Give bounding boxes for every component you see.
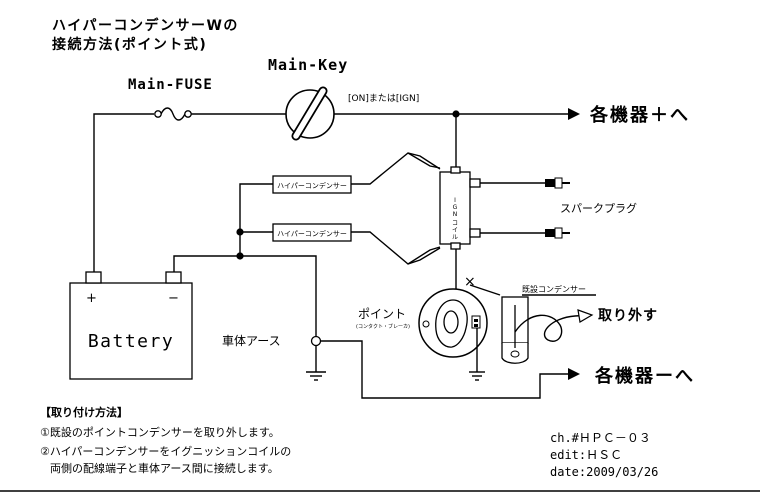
main-fuse-label: Main-FUSE — [128, 77, 213, 93]
on-ign-label: [ON]または[IGN] — [348, 93, 419, 104]
title-line-1: ハイパーコンデンサーWの — [52, 17, 239, 34]
plus-output-label: 各機器＋へ — [589, 104, 690, 126]
existing-condenser-label: 既設コンデンサー — [522, 284, 586, 294]
meta-date: date:2009/03/26 — [550, 465, 658, 479]
instructions-step-2a: ②ハイパーコンデンサーをイグニッションコイルの — [40, 444, 291, 458]
ign-coil-char-3: N — [453, 211, 458, 218]
battery — [69, 282, 193, 380]
ign-coil-char-5: イ — [452, 227, 458, 234]
hyper-condenser-1-label: ハイパーコンデンサー — [277, 181, 347, 190]
title-line-2: 接続方法(ポイント式) — [52, 36, 207, 53]
battery-label: Battery — [88, 331, 174, 352]
plus-output-arrow-icon — [568, 108, 580, 120]
ign-coil-char-4: コ — [452, 220, 458, 227]
fuse-icon — [154, 107, 192, 121]
body-ground-label: 車体アース — [222, 334, 281, 348]
spark-plug-icon — [545, 177, 570, 239]
instructions-step-1: ①既設のポイントコンデンサーを取り外します。 — [40, 425, 280, 439]
ign-coil-char-2: G — [453, 204, 458, 211]
point-label: ポイント — [358, 307, 406, 321]
ign-coil-char-6: ル — [452, 234, 458, 241]
battery-plus-label: + — [86, 291, 97, 306]
minus-output-arrow-icon — [568, 368, 580, 380]
remove-arrow — [514, 314, 591, 342]
condenser-junction — [236, 228, 244, 236]
minus-output-label: 各機器ーへ — [594, 365, 695, 387]
ign-coil-char-1: I — [454, 197, 456, 204]
body-ground-terminal — [310, 335, 322, 347]
point-ground-icon — [469, 371, 485, 381]
remove-label: 取り外す — [598, 307, 658, 324]
remove-arrow-head-icon — [577, 309, 594, 323]
spark-plug-label: スパークプラグ — [560, 201, 637, 215]
hyper-condenser-2-label: ハイパーコンデンサー — [277, 229, 347, 238]
point-icon — [418, 288, 488, 358]
main-key-label: Main-Key — [268, 56, 348, 74]
instructions-heading: 【取り付け方法】 — [40, 405, 128, 419]
existing-condenser-icon — [501, 296, 529, 364]
ground-icon — [306, 371, 326, 381]
meta-edit: edit:ＨＳＣ — [550, 448, 622, 462]
main-key-icon — [285, 86, 335, 141]
battery-minus-label: − — [168, 291, 179, 306]
x-mark: × — [464, 274, 476, 290]
meta-ch: ch.#ＨＰＣ－０３ — [550, 431, 651, 445]
instructions-step-2b: 両側の配線端子と車体アース間に接続します。 — [50, 461, 279, 475]
positive-main-wire — [93, 113, 154, 272]
point-sub-label: (コンタクト・ブレーカ) — [356, 323, 410, 330]
